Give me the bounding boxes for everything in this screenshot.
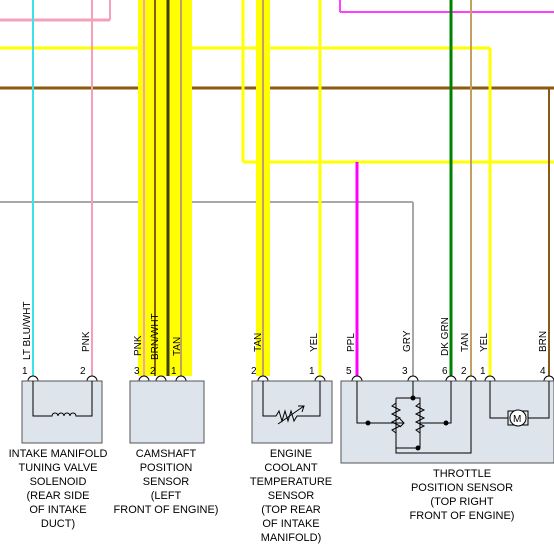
pin-number: 2	[251, 366, 257, 377]
pin-number: 1	[309, 366, 315, 377]
junction-dot	[365, 420, 371, 426]
wire-label-brn: BRN	[538, 331, 549, 352]
terminal-icon	[86, 375, 98, 382]
junction-dot	[410, 395, 416, 401]
wire-label-ppl: PPL	[346, 333, 357, 352]
wire-label-pnk-2: PNK	[133, 335, 144, 356]
thermistor-icon	[262, 381, 321, 423]
terminal-icon	[138, 375, 150, 382]
terminal-icon	[155, 375, 167, 382]
ect-sensor-component	[251, 380, 333, 444]
pin-number: 3	[402, 366, 408, 377]
thermistor-arrow-icon	[277, 405, 305, 425]
wire-label-dk-grn: DK GRN	[440, 317, 451, 356]
pin-number: 4	[540, 366, 546, 377]
terminal-icon	[27, 375, 39, 382]
pin-number: 1	[171, 366, 177, 377]
wire-label-brn-wht: BRN/WHT	[150, 313, 161, 360]
wire-label-yel-1: YEL	[309, 333, 320, 352]
camshaft-sensor-component	[129, 380, 205, 444]
wire-label-tan-1: TAN	[172, 337, 183, 356]
terminal-icon	[465, 375, 477, 382]
wire-label-tan-3: TAN	[460, 333, 471, 352]
pin-number: 2	[80, 366, 86, 377]
wire-label-lt-blu-wht: LT BLU/WHT	[22, 301, 33, 360]
motor-icon-label: M	[513, 414, 521, 425]
pin-number: 1	[480, 366, 486, 377]
solenoid-component	[21, 380, 103, 444]
wire-bundle-camshaft	[138, 0, 192, 376]
motor-wiring	[489, 381, 550, 419]
pin-number: 2	[150, 366, 156, 377]
wire-label-tan-2: TAN	[253, 333, 264, 352]
solenoid-coil-icon	[32, 381, 93, 417]
pin-number: 1	[22, 366, 28, 377]
terminal-icon	[257, 375, 269, 382]
terminal-icon	[175, 375, 187, 382]
pin-number: 6	[442, 366, 448, 377]
wire-label-yel-2: YEL	[479, 333, 490, 352]
terminal-icon	[314, 375, 326, 382]
pin-number: 2	[461, 366, 467, 377]
potentiometer-icon	[356, 381, 472, 454]
junction-dot	[443, 420, 449, 426]
terminal-icon	[445, 375, 457, 382]
terminal-icon	[484, 375, 496, 382]
terminal-icon	[407, 375, 419, 382]
wire-label-gry: GRY	[402, 330, 413, 352]
pin-number: 3	[134, 366, 140, 377]
wire-label-pnk-1: PNK	[81, 331, 92, 352]
terminal-icon	[351, 375, 363, 382]
pin-number: 5	[346, 366, 352, 377]
junction-dot	[415, 445, 421, 451]
motor-icon	[509, 409, 527, 427]
